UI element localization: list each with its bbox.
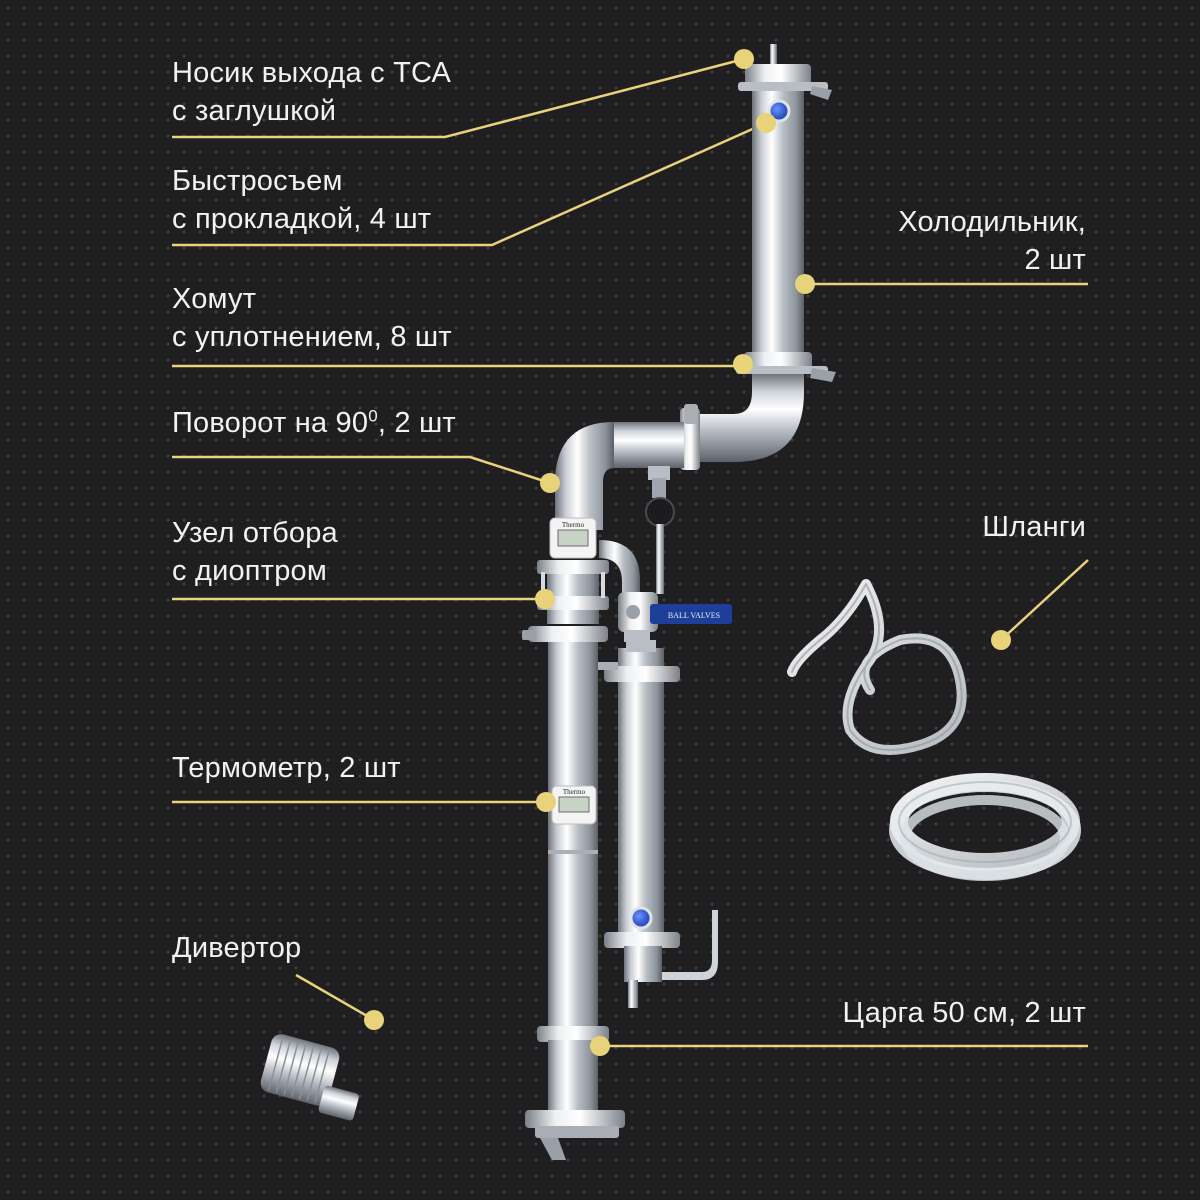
- bend-upper: [690, 374, 804, 462]
- top-clamp: [745, 64, 811, 86]
- dot-homut: [733, 354, 753, 374]
- label-uzel-line2: с диоптром: [172, 555, 327, 587]
- dot-termometr: [536, 792, 556, 812]
- label-holodilnik-line1: Холодильник,: [898, 206, 1086, 238]
- tsarga-column: [548, 642, 598, 1028]
- label-divertor-line1: Дивертор: [172, 932, 302, 964]
- label-homut: Хомут с уплотнением, 8 шт: [172, 280, 452, 356]
- label-povorot-degree: 0: [368, 406, 378, 426]
- label-nosik: Носик выхода с ТСА с заглушкой: [172, 54, 451, 130]
- ball-valve: BALL VALVES: [618, 592, 732, 642]
- label-tsarga: Царга 50 см, 2 шт: [843, 994, 1086, 1032]
- label-homut-line1: Хомут: [172, 283, 257, 315]
- dot-povorot: [540, 473, 560, 493]
- label-nosik-line1: Носик выхода с ТСА: [172, 57, 452, 89]
- callout-dots: [364, 49, 1011, 1056]
- label-divertor: Дивертор: [172, 929, 301, 967]
- quick-connector-top: [767, 99, 791, 123]
- label-bystrosyem-line2: с прокладкой, 4 шт: [172, 203, 432, 235]
- label-shlangi-line1: Шланги: [982, 511, 1086, 543]
- thermometer-lower: Thermo: [551, 785, 597, 825]
- dot-uzel: [535, 589, 555, 609]
- diverter: [260, 1034, 359, 1121]
- label-holodilnik: Холодильник, 2 шт: [898, 203, 1086, 279]
- leader-povorot: [172, 455, 551, 485]
- dot-holodilnik: [795, 274, 815, 294]
- needle-valve-knob: [645, 497, 675, 527]
- label-homut-line2: с уплотнением, 8 шт: [172, 321, 452, 353]
- leader-lines: [172, 57, 1089, 1048]
- hoses: [787, 579, 1081, 881]
- bend-lower: [555, 422, 614, 530]
- dot-shlangi: [991, 630, 1011, 650]
- side-condenser-clamp-bottom: [604, 932, 680, 948]
- takeoff-branch: [599, 540, 640, 600]
- column-clamp-bottom: [537, 1026, 609, 1042]
- outlet-nozzle: [770, 44, 777, 68]
- side-condenser-tube: [618, 648, 664, 948]
- side-condenser-clamp-top: [604, 666, 680, 682]
- label-povorot: Поворот на 900, 2 шт: [172, 404, 456, 442]
- dot-bystrosyem: [756, 113, 776, 133]
- leader-shlangi: [1000, 559, 1089, 641]
- leader-nosik: [172, 57, 745, 139]
- label-shlangi: Шланги: [982, 508, 1086, 546]
- thermometer-upper: Thermo: [549, 517, 597, 559]
- label-holodilnik-line2: 2 шт: [1024, 244, 1086, 276]
- label-uzel: Узел отбора с диоптром: [172, 514, 338, 590]
- dot-nosik: [734, 49, 754, 69]
- side-outlet-spout: [662, 910, 718, 980]
- label-nosik-line2: с заглушкой: [172, 95, 337, 127]
- dot-tsarga: [590, 1036, 610, 1056]
- leader-bystrosyem: [172, 121, 767, 247]
- label-termometr-line1: Термометр, 2 шт: [172, 752, 401, 784]
- label-tsarga-line1: Царга 50 см, 2 шт: [842, 997, 1086, 1029]
- column-base-flange: [525, 1110, 625, 1128]
- sight-glass-ring-bottom: [537, 596, 609, 610]
- label-uzel-line1: Узел отбора: [172, 517, 338, 549]
- label-termometr: Термометр, 2 шт: [172, 749, 401, 787]
- thermo-brand-lower: Thermo: [563, 788, 586, 796]
- quick-connector-bottom: [629, 906, 653, 930]
- label-bystrosyem-line1: Быстросъем: [172, 165, 343, 197]
- dot-divertor: [364, 1010, 384, 1030]
- sight-glass-ring-top: [537, 560, 609, 574]
- label-povorot-text: Поворот на 90: [172, 407, 369, 439]
- valve-brand: BALL VALVES: [668, 611, 720, 620]
- label-bystrosyem: Быстросъем с прокладкой, 4 шт: [172, 162, 431, 238]
- leader-divertor: [295, 973, 375, 1022]
- thermo-brand-upper: Thermo: [562, 521, 585, 529]
- column-clamp-upper: [528, 626, 608, 642]
- horizontal-tube: [612, 422, 684, 468]
- label-povorot-count: , 2 шт: [377, 407, 456, 439]
